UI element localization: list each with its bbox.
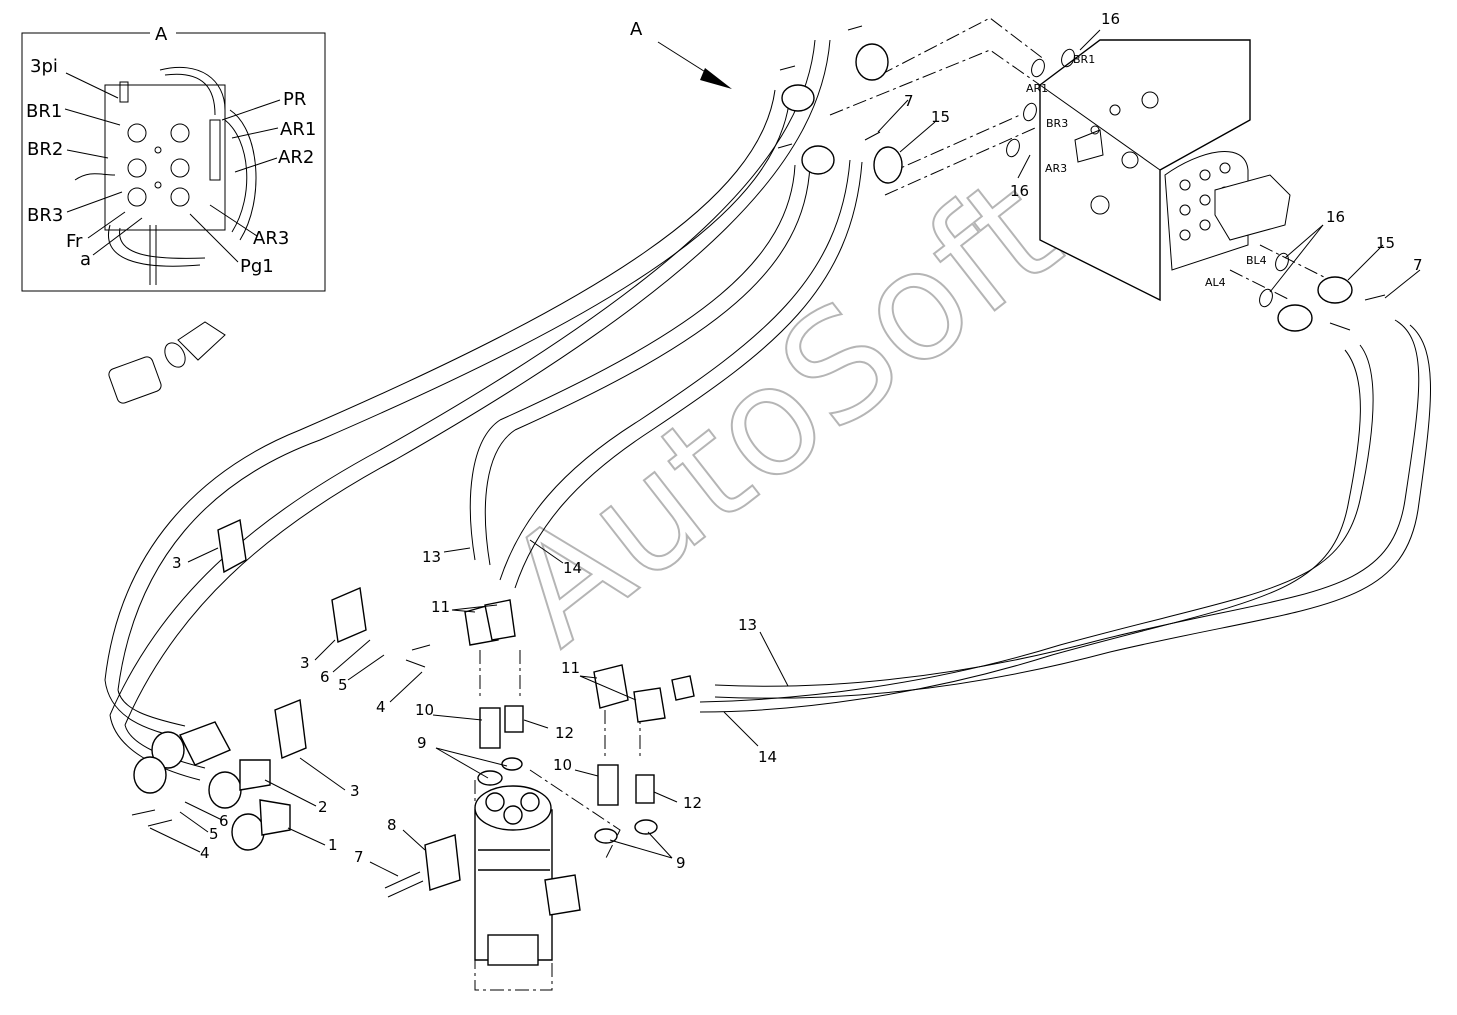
top-flanges (781, 43, 1353, 332)
part-callouts: 1 2 3 3 3 4 4 5 5 6 6 7 7 7 8 9 9 10 10 … (172, 10, 1423, 872)
callout-10: 10 (553, 756, 572, 774)
right-hoses (699, 319, 1431, 713)
inset-view-a: A 3pi BR1 BR2 (21, 22, 326, 292)
callout-15: 15 (1376, 234, 1395, 252)
callout-11: 11 (561, 659, 580, 677)
callout-4: 4 (376, 698, 386, 716)
callout-14: 14 (563, 559, 582, 577)
port-br1: BR1 (1073, 53, 1095, 66)
adapters (464, 599, 695, 844)
control-valve-block (1039, 39, 1291, 302)
callout-7: 7 (1413, 256, 1423, 274)
inset-label-fr: Fr (66, 231, 83, 252)
callout-11: 11 (431, 598, 450, 616)
callout-9: 9 (676, 854, 686, 872)
inset-label-pr: PR (283, 89, 306, 110)
lower-left-fittings (133, 721, 291, 851)
inset-label-ar1: AR1 (280, 119, 316, 140)
callout-6: 6 (320, 668, 330, 686)
bolts (131, 25, 1386, 898)
port-bl4: BL4 (1246, 254, 1267, 267)
callout-6: 6 (219, 812, 229, 830)
callout-9: 9 (417, 734, 427, 752)
inset-label-br1: BR1 (26, 101, 62, 122)
callout-3: 3 (350, 782, 360, 800)
callout-16: 16 (1326, 208, 1345, 226)
callout-3: 3 (172, 554, 182, 572)
inset-label-br3: BR3 (27, 205, 63, 226)
callout-2: 2 (318, 798, 328, 816)
view-arrow-a: A (630, 19, 732, 89)
callout-10: 10 (415, 701, 434, 719)
inset-label-a: a (80, 249, 91, 270)
inset-label-ar3: AR3 (253, 228, 289, 249)
callout-7: 7 (354, 848, 364, 866)
callout-5: 5 (209, 825, 219, 843)
hose-clamps (217, 518, 367, 759)
inset-label-pg1: Pg1 (240, 256, 274, 277)
callout-15: 15 (931, 108, 950, 126)
inset-label-3pi: 3pi (30, 56, 58, 77)
callout-4: 4 (200, 844, 210, 862)
leader-lines (149, 29, 1421, 877)
inset-title: A (155, 24, 168, 45)
watermark: AutoSoft (475, 145, 1090, 679)
callout-7: 7 (904, 92, 914, 110)
callout-13: 13 (422, 548, 441, 566)
callout-12: 12 (555, 724, 574, 742)
callout-16: 16 (1101, 10, 1120, 28)
callout-13: 13 (738, 616, 757, 634)
callout-1: 1 (328, 836, 338, 854)
callout-12: 12 (683, 794, 702, 812)
inset-label-ar2: AR2 (278, 147, 314, 168)
swivel-joint (424, 785, 581, 966)
port-ar3: AR3 (1045, 162, 1067, 175)
svg-text:A: A (630, 19, 643, 40)
port-br3: BR3 (1046, 117, 1068, 130)
port-ar1: AR1 (1026, 82, 1048, 95)
port-labels: BR1 AR1 BR3 AR3 BL4 AL4 (1026, 53, 1267, 289)
loose-flange-fitting (108, 321, 226, 404)
callout-8: 8 (387, 816, 397, 834)
callout-16: 16 (1010, 182, 1029, 200)
callout-14: 14 (758, 748, 777, 766)
callout-5: 5 (338, 676, 348, 694)
callout-3: 3 (300, 654, 310, 672)
inset-label-br2: BR2 (27, 139, 63, 160)
port-al4: AL4 (1205, 276, 1226, 289)
main-hoses (104, 39, 863, 781)
o-rings (1006, 48, 1289, 308)
